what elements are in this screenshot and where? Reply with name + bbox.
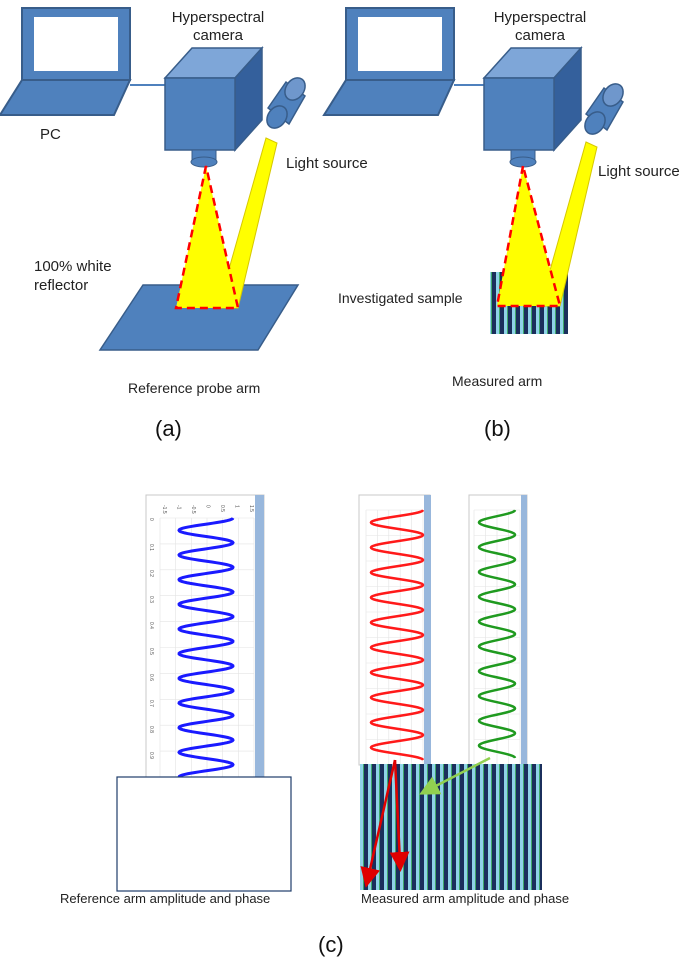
panel-b: Hyperspectral camera Light source Invest… [322, 7, 680, 441]
panel-c: -1.5 -1 -0.5 0 0.5 1 1.5 0 0.1 0.2 0.3 0.4 0.5 0.6 0.… [60, 494, 569, 957]
measured-red-plot-window [358, 494, 431, 766]
pc-laptop-icon-b [322, 7, 456, 116]
top-tick-label: 0 [205, 505, 211, 508]
side-tick-label: 0.2 [148, 570, 154, 577]
pc-label: PC [40, 126, 61, 143]
reference-plot-window: -1.5 -1 -0.5 0 0.5 1 1.5 0 0.1 0.2 0.3 0.4 0.5 0.6 0.… [145, 494, 265, 778]
side-tick-label: 0.7 [148, 700, 154, 707]
measured-green-wave-curve [477, 509, 517, 759]
side-tick-label: 0.8 [148, 726, 154, 733]
panel-a-label: (a) [155, 416, 182, 441]
camera-label-a-line2: camera [193, 27, 244, 44]
panel-b-label: (b) [484, 416, 511, 441]
investigated-sample-label: Investigated sample [338, 290, 463, 306]
side-tick-label: 0.5 [148, 648, 154, 655]
red-arrow-1 [360, 759, 397, 888]
side-tick-label: 0.3 [148, 596, 154, 603]
panel-a: Hyperspectral camera PC Light source 100… [0, 7, 368, 441]
measured-green-plot-window [468, 494, 528, 766]
top-tick-label: 0.5 [219, 505, 225, 512]
measured-sample-image [360, 764, 542, 890]
top-tick-label: -1.5 [161, 505, 167, 514]
light-source-icon [266, 77, 306, 129]
reference-amplitude-caption: Reference arm amplitude and phase [60, 891, 270, 906]
hyperspectral-camera-icon [163, 46, 264, 168]
top-tick-label: 1 [234, 505, 240, 508]
light-source-label-b: Light source [598, 163, 680, 180]
white-reflector-plate [98, 284, 300, 351]
side-tick-label: 0.4 [148, 622, 154, 629]
measured-amplitude-caption: Measured arm amplitude and phase [361, 891, 569, 906]
reference-probe-caption: Reference probe arm [128, 380, 260, 396]
reference-plot-side-ticks: 0 0.1 0.2 0.3 0.4 0.5 0.6 0.7 0.8 0.9 [148, 518, 154, 759]
top-tick-label: 1.5 [248, 505, 254, 512]
top-tick-label: -0.5 [190, 505, 196, 514]
panel-c-label: (c) [318, 932, 344, 957]
light-source-label-a: Light source [286, 155, 368, 172]
reflector-label-line2: reflector [34, 277, 88, 294]
reference-sample-box [116, 776, 292, 892]
camera-label-b-line2: camera [515, 27, 566, 44]
side-tick-label: 0 [148, 518, 154, 521]
reference-plot-top-ticks: -1.5 -1 -0.5 0 0.5 1 1.5 [161, 505, 254, 514]
camera-view-cone-b [495, 165, 562, 308]
measured-red-wave-curve [369, 509, 425, 761]
measured-arm-caption: Measured arm [452, 373, 542, 389]
camera-view-cone-a [174, 165, 240, 310]
reference-wave-curve [177, 517, 235, 778]
side-tick-label: 0.1 [148, 544, 154, 551]
side-tick-label: 0.9 [148, 752, 154, 759]
pc-laptop-icon [0, 7, 132, 116]
light-source-icon-b [584, 83, 624, 135]
camera-label-a-line1: Hyperspectral [172, 9, 265, 26]
top-tick-label: -1 [176, 505, 182, 510]
side-tick-label: 0.6 [148, 674, 154, 681]
camera-label-b-line1: Hyperspectral [494, 9, 587, 26]
reflector-label-line1: 100% white [34, 258, 112, 275]
red-arrow-2 [389, 759, 410, 872]
hyperspectral-camera-icon-b [482, 46, 583, 168]
green-arrow [419, 756, 491, 795]
